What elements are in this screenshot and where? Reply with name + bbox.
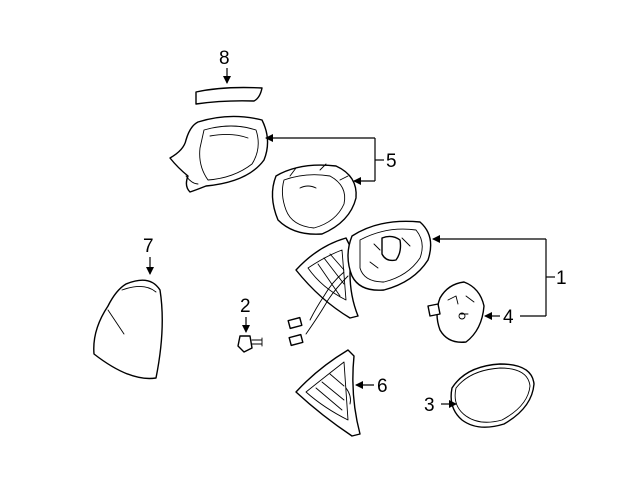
callout-7-label: 7: [143, 236, 154, 257]
callout-7: 7: [143, 236, 154, 275]
mirror-housing-frame[interactable]: [169, 115, 357, 235]
callout-4-label: 4: [503, 307, 514, 328]
callout-5: 5: [265, 134, 397, 185]
callout-4: 4: [484, 307, 514, 328]
callout-6: 6: [355, 376, 388, 397]
actuator-motor[interactable]: [427, 281, 485, 343]
callout-2-label: 2: [240, 296, 251, 317]
callout-8-label: 8: [219, 48, 230, 69]
callout-8: 8: [219, 48, 231, 84]
mirror-glass[interactable]: [450, 363, 535, 428]
mirror-cover-cap[interactable]: [93, 279, 163, 380]
callout-5-label: 5: [386, 151, 397, 172]
mirror-assembly[interactable]: [287, 220, 432, 347]
callout-1-label: 1: [556, 268, 567, 289]
screw[interactable]: [237, 335, 263, 353]
callout-2: 2: [240, 296, 251, 333]
cover-trim-strip[interactable]: [195, 86, 263, 105]
mirror-base-cover[interactable]: [295, 349, 361, 437]
callout-3: 3: [424, 395, 457, 416]
callout-3-label: 3: [424, 395, 435, 416]
callout-6-label: 6: [377, 376, 388, 397]
callout-1: 1: [432, 235, 567, 317]
